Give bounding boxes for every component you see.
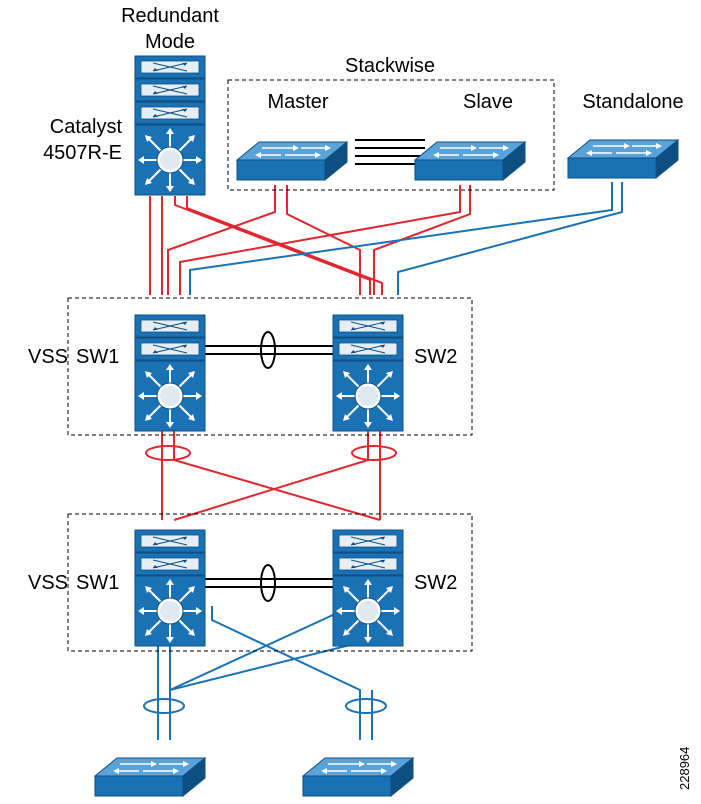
- vsl-bundle-top: [260, 331, 276, 369]
- vsl-link-top: [205, 345, 333, 355]
- standalone-label: Standalone: [582, 91, 683, 113]
- stackwise-label: Stackwise: [345, 55, 435, 77]
- standalone-switch: [567, 139, 679, 179]
- slave-label: Slave: [463, 91, 513, 113]
- catalyst-label-line1: Catalyst: [50, 116, 123, 138]
- stackwise-slave-switch: [414, 141, 526, 181]
- vss-label-top: VSS: [28, 346, 68, 368]
- etherchannel-bundle-left: [145, 445, 191, 461]
- vss-top-sw1-chassis: [134, 314, 206, 432]
- redundant-mode-label-line2: Mode: [145, 31, 195, 53]
- catalyst-label-line2: 4507R-E: [43, 142, 122, 164]
- access-switch-right: [302, 757, 414, 797]
- vss-top-sw2-chassis: [332, 314, 404, 432]
- access-bundle-left: [143, 698, 185, 714]
- red-uplinks-top: [149, 185, 471, 295]
- stackwise-group-box: [227, 79, 555, 191]
- sw2-label-bottom: SW2: [414, 572, 457, 594]
- vsl-link-bottom: [205, 578, 333, 588]
- redundant-mode-label-line1: Redundant: [121, 5, 219, 27]
- access-bundle-right: [345, 698, 387, 714]
- vss-bottom-sw1-chassis: [134, 529, 206, 647]
- vsl-bundle-bottom: [260, 564, 276, 602]
- master-label: Master: [267, 91, 328, 113]
- vss-group-box-top: [67, 297, 473, 436]
- sw1-label-top: SW1: [76, 346, 119, 368]
- sw2-label-top: SW2: [414, 346, 457, 368]
- catalyst-4507r-e-chassis: [134, 55, 206, 196]
- stackwise-master-switch: [236, 141, 348, 181]
- etherchannel-bundle-right: [351, 445, 397, 461]
- figure-id-label: 228964: [677, 747, 692, 790]
- vss-group-box-bottom: [67, 513, 473, 652]
- sw1-label-bottom: SW1: [76, 572, 119, 594]
- stackwise-bus: [355, 139, 425, 165]
- vss-bottom-sw2-chassis: [332, 529, 404, 647]
- blue-uplinks-standalone: [189, 182, 623, 295]
- vss-label-bottom: VSS: [28, 572, 68, 594]
- red-distribution-links: [161, 425, 381, 521]
- access-switch-left: [94, 757, 206, 797]
